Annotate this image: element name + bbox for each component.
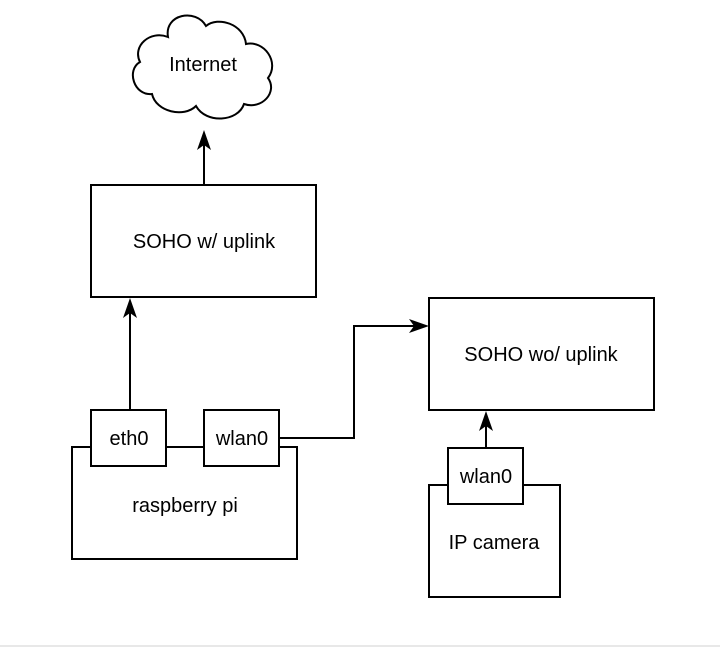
bottom-divider bbox=[0, 645, 720, 647]
soho-no-uplink-label: SOHO wo/ uplink bbox=[464, 344, 618, 366]
pi-wlan0-label: wlan0 bbox=[215, 428, 268, 450]
edge-line bbox=[279, 325, 416, 439]
arrow-up-icon bbox=[479, 411, 493, 431]
soho-uplink-node: SOHO w/ uplink bbox=[90, 184, 317, 298]
soho-no-uplink-node: SOHO wo/ uplink bbox=[428, 297, 655, 411]
arrow-up-icon bbox=[123, 298, 137, 318]
internet-label: Internet bbox=[169, 54, 237, 76]
camera-wlan0-port: wlan0 bbox=[447, 447, 524, 505]
soho-no-uplink-box bbox=[428, 297, 655, 411]
pi-wlan0-port: wlan0 bbox=[203, 409, 280, 467]
camera-wlan0-box bbox=[447, 447, 524, 505]
soho-uplink-label: SOHO w/ uplink bbox=[133, 231, 276, 253]
arrow-right-icon bbox=[409, 319, 429, 333]
soho-uplink-box bbox=[90, 184, 317, 298]
pi-eth0-box bbox=[90, 409, 167, 467]
ip-camera-label: IP camera bbox=[449, 532, 541, 554]
edge-camera-wlan0-to-soho-no-uplink bbox=[479, 411, 493, 448]
arrow-up-icon bbox=[197, 130, 211, 150]
pi-wlan0-box bbox=[203, 409, 280, 467]
pi-eth0-label: eth0 bbox=[110, 428, 149, 450]
internet-node: Internet bbox=[131, 14, 274, 120]
pi-eth0-port: eth0 bbox=[90, 409, 167, 467]
cloud-icon bbox=[131, 14, 274, 120]
edge-soho-uplink-to-internet bbox=[197, 130, 211, 185]
edge-pi-wlan0-to-soho-no-uplink bbox=[279, 319, 429, 439]
camera-wlan0-label: wlan0 bbox=[459, 466, 512, 488]
edge-eth0-to-soho-uplink bbox=[123, 298, 137, 410]
raspberry-pi-label: raspberry pi bbox=[132, 495, 238, 517]
